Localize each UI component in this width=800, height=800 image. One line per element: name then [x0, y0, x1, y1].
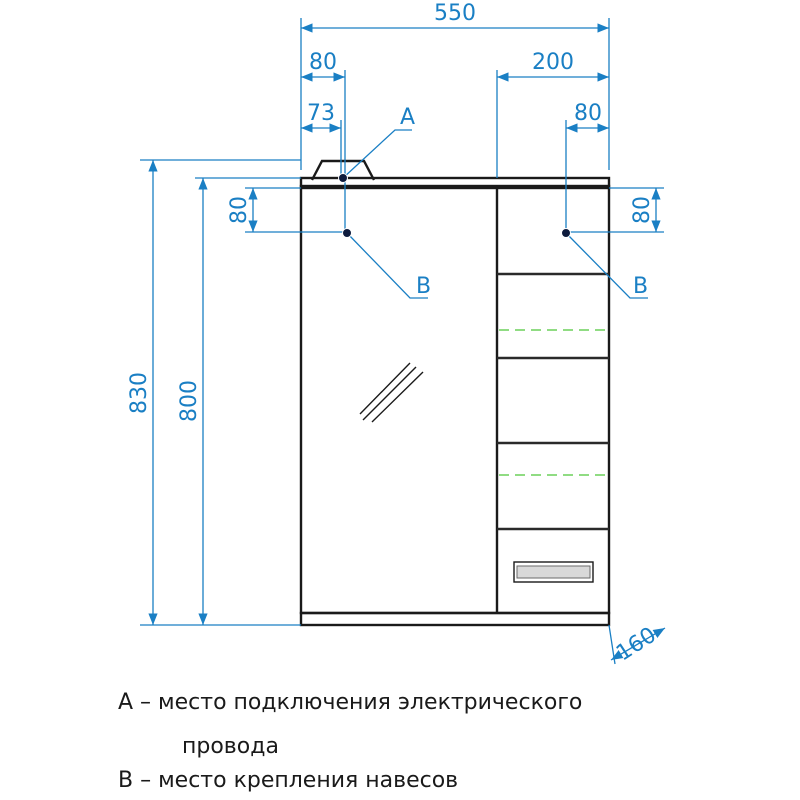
legend-line-a-cont: провода	[182, 734, 279, 759]
mount-point-b-left	[342, 228, 352, 238]
marker-a: A	[400, 105, 415, 130]
dim-depth: 160	[612, 623, 661, 667]
mirror-glare	[359, 362, 424, 423]
marker-b-right: B	[633, 274, 648, 299]
dim-overall-width: 550	[434, 1, 476, 26]
mount-point-b-right	[561, 228, 571, 238]
dim-left-offset: 80	[309, 50, 337, 75]
dim-drop-right: 80	[630, 196, 655, 224]
bottom-board	[299, 611, 611, 627]
top-board	[299, 176, 611, 190]
dim-body-height: 800	[177, 380, 202, 422]
upper-door-panel	[496, 185, 610, 275]
dimension-lines	[140, 18, 666, 665]
dim-right-offset: 80	[574, 101, 602, 126]
dim-drop-left: 80	[227, 196, 252, 224]
dim-left-offset-inner: 73	[307, 101, 335, 126]
connection-point-a	[338, 173, 348, 183]
right-shelves	[496, 185, 610, 583]
top-lamp-bump	[310, 159, 376, 181]
main-body	[299, 184, 611, 615]
dim-right-section: 200	[532, 50, 574, 75]
legend-line-a: А – место подключения электрического	[118, 690, 583, 715]
legend-line-b: В – место крепления навесов	[118, 768, 459, 793]
dim-total-height: 830	[127, 372, 152, 414]
drawer-handle	[513, 561, 594, 583]
marker-b-left: B	[416, 274, 431, 299]
